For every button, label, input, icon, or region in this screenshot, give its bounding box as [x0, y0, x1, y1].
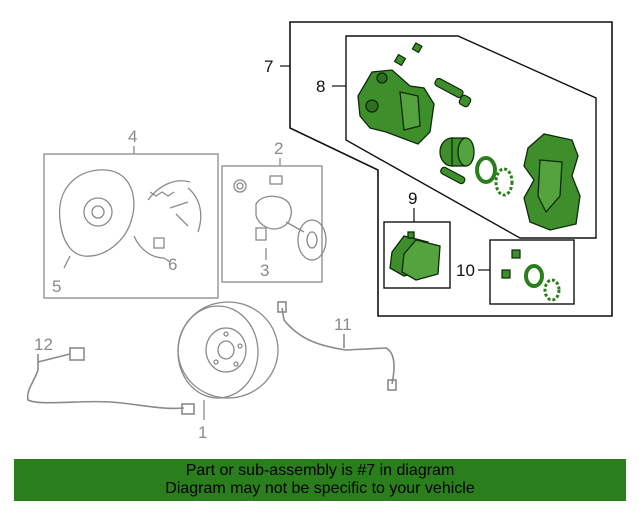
assembly-7-outline: [289, 21, 613, 317]
caliper-piston: [439, 137, 475, 167]
backing-plate: [58, 169, 135, 257]
caliper-carrier-bracket: [523, 133, 581, 231]
bleeder-screw: [393, 42, 423, 67]
callout-2: 2: [274, 139, 283, 158]
wheel-hub: [255, 195, 292, 230]
assembly-2-outline: [221, 165, 323, 283]
parking-brake-shoe: [133, 180, 202, 259]
callout-5: 5: [52, 277, 61, 296]
callout-1: 1: [198, 423, 207, 442]
assembly-8-outline: [345, 35, 597, 239]
banner-line-1: Part or sub-assembly is #7 in diagram: [185, 462, 455, 479]
assembly-9-outline: [383, 221, 451, 289]
callout-10: 10: [456, 261, 475, 280]
brake-pads: [389, 231, 441, 281]
info-banner: Part or sub-assembly is #7 in diagram Di…: [14, 459, 626, 501]
caliper-body: [357, 69, 435, 145]
hub-nut: [233, 179, 247, 193]
callout-11: 11: [334, 315, 352, 334]
callout-9: 9: [408, 189, 417, 208]
caliper-assembly-group: 7 8: [264, 21, 613, 317]
callout-4: 4: [128, 127, 137, 146]
brake-hose: 11: [277, 301, 397, 391]
callout-7: 7: [264, 57, 273, 76]
dust-boot: [494, 167, 514, 197]
hub-group: 2 3: [221, 139, 327, 283]
banner-line-2: Diagram may not be specific to your vehi…: [165, 480, 475, 497]
brake-rotor: 1: [177, 301, 279, 442]
guide-pins: [434, 77, 472, 185]
piston-seal: [475, 156, 497, 184]
seal-kit: [501, 249, 561, 302]
assembly-10-outline: [489, 239, 575, 305]
callout-6: 6: [168, 255, 177, 274]
abs-sensor: 12: [26, 335, 195, 415]
backing-plate-group: 4 5 6: [43, 127, 219, 299]
callout-3: 3: [260, 261, 269, 280]
callout-8: 8: [316, 77, 325, 96]
assembly-4-outline: [43, 153, 219, 299]
callout-12: 12: [34, 335, 53, 354]
